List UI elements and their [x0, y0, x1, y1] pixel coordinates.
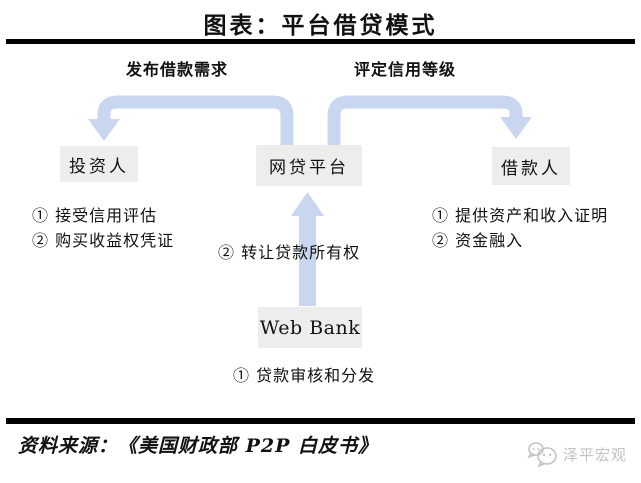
investor-notes: ① 接受信用评估 ② 购买收益权凭证	[32, 203, 174, 253]
top-rule	[6, 39, 635, 44]
flow-label-publish-demand: 发布借款需求	[125, 60, 228, 79]
bank-note: ① 贷款审核和分发	[233, 366, 376, 385]
chart-title: 图表：平台借贷模式	[203, 12, 438, 39]
bottom-rule	[6, 418, 635, 424]
node-borrower: 借款人	[492, 147, 570, 185]
node-web-bank: Web Bank	[258, 307, 362, 348]
investor-note-line2: ② 购买收益权凭证	[32, 231, 175, 250]
node-investor: 投资人	[60, 146, 138, 182]
borrower-notes: ① 提供资产和收入证明 ② 资金融入	[432, 203, 608, 253]
arrow-bank-to-platform-icon	[291, 192, 324, 306]
node-platform: 网贷平台	[256, 145, 362, 186]
brand-name: 泽平宏观	[562, 445, 627, 464]
flow-label-credit-rating: 评定信用等级	[353, 60, 456, 79]
borrower-note-line2: ② 资金融入	[432, 231, 524, 250]
platform-note: ② 转让贷款所有权	[218, 243, 361, 262]
arrow-platform-to-investor-icon	[88, 95, 294, 146]
borrower-note-line1: ① 提供资产和收入证明	[432, 206, 609, 225]
brand-watermark: 泽平宏观	[525, 441, 627, 467]
chat-bubbles-logo-icon	[527, 442, 557, 467]
investor-note-line1: ① 接受信用评估	[32, 206, 158, 225]
arrow-platform-to-borrower-icon	[327, 95, 532, 146]
source-text: 资料来源：《美国财政部 P2P 白皮书》	[18, 435, 379, 457]
